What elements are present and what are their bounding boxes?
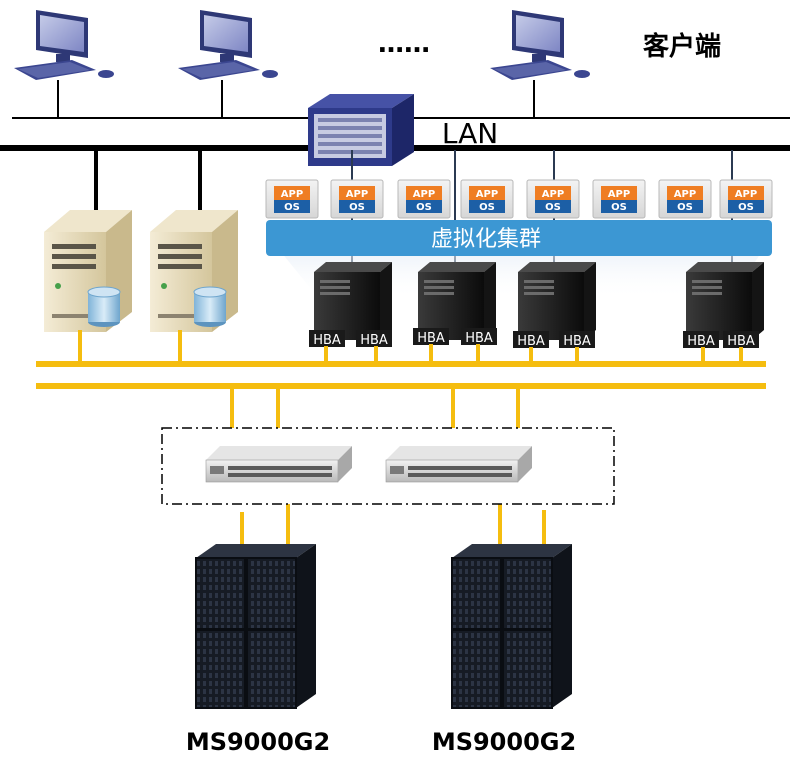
host-server-icon	[314, 262, 392, 340]
os-label: OS	[611, 202, 627, 213]
app-label: APP	[476, 189, 498, 200]
storage-server-icon	[149, 209, 239, 333]
os-label: OS	[284, 202, 300, 213]
fc-switch-icon	[205, 445, 353, 483]
cluster-band	[266, 220, 772, 256]
hba-label: HBA	[465, 331, 493, 346]
os-label: OS	[738, 202, 754, 213]
app-label: APP	[542, 189, 564, 200]
app-label: APP	[674, 189, 696, 200]
cluster-label: 虚拟化集群	[431, 227, 541, 252]
storage-array-icon	[195, 543, 317, 709]
os-label: OS	[416, 202, 432, 213]
hba-label: HBA	[687, 334, 715, 349]
storage-label: MS9000G2	[186, 728, 330, 756]
app-label: APP	[346, 189, 368, 200]
hba-label: HBA	[313, 333, 341, 348]
hba-label-texts: HBA HBA HBA HBA HBA HBA HBA HBA	[313, 331, 755, 349]
client-computer-icon	[14, 10, 114, 80]
hba-label: HBA	[727, 334, 755, 349]
hba-labels	[309, 328, 759, 348]
clients-group	[14, 10, 590, 80]
client-drop-lines	[57, 80, 535, 118]
hba-label: HBA	[563, 334, 591, 349]
os-label: OS	[479, 202, 495, 213]
storage-label: MS9000G2	[432, 728, 576, 756]
app-label: APP	[735, 189, 757, 200]
storage-server-icon	[43, 209, 133, 333]
os-label: OS	[349, 202, 365, 213]
hba-label: HBA	[360, 333, 388, 348]
san-links	[78, 330, 743, 548]
server-lan-drops	[94, 150, 202, 212]
app-label: APP	[281, 189, 303, 200]
app-label: APP	[413, 189, 435, 200]
clients-ellipsis: ……	[378, 29, 430, 59]
client-computer-icon	[178, 10, 278, 80]
os-label: OS	[677, 202, 693, 213]
app-label: APP	[608, 189, 630, 200]
storage-array-icon	[451, 543, 573, 709]
host-server-icon	[686, 262, 764, 340]
hba-label: HBA	[417, 331, 445, 346]
vm-badge-labels: APP OS APP OS APP OS APP OS APP OS APP O…	[281, 189, 757, 213]
clients-label: 客户端	[643, 31, 721, 62]
os-label: OS	[545, 202, 561, 213]
client-computer-icon	[490, 10, 590, 80]
lan-label: LAN	[442, 117, 498, 150]
core-switch-icon	[308, 94, 414, 166]
hba-label: HBA	[517, 334, 545, 349]
host-server-icon	[518, 262, 596, 340]
fc-switch-icon	[385, 445, 533, 483]
